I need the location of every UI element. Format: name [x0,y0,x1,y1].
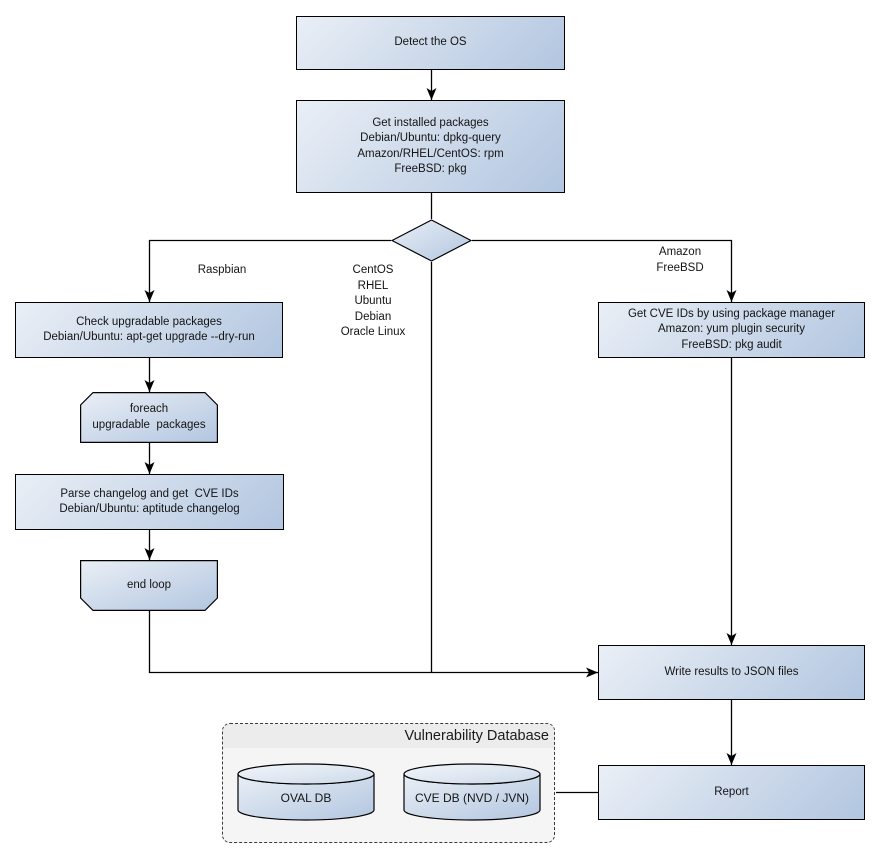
vulnerability-database-container: Vulnerability Database [222,723,555,843]
vulnerability-database-title: Vulnerability Database [404,728,549,744]
oval-db-cylinder-shape [237,763,375,821]
oval-db-label: OVAL DB [280,791,332,806]
vulnerability-database-titleband: Vulnerability Database [223,724,554,748]
node-get-cve-ids-pkg-manager-label: Get CVE IDs by using package manager Ama… [627,307,836,351]
node-report-label: Report [714,785,749,798]
node-foreach-label: foreach upgradable packages [92,403,206,431]
node-check-upgradable-label: Check upgradable packages Debian/Ubuntu:… [43,315,255,344]
diamond-shape [391,219,472,262]
arrow-endloop-to-write-results [148,611,598,678]
branch-label-amazon-freebsd: Amazon FreeBSD [656,246,704,274]
node-check-upgradable: Check upgradable packages Debian/Ubuntu:… [15,302,283,358]
loop-end-shape [80,560,218,611]
cve-db-cylinder-shape [403,763,541,821]
node-parse-changelog-label: Parse changelog and get CVE IDs Debian/U… [59,487,240,516]
node-get-cve-ids-pkg-manager: Get CVE IDs by using package manager Ama… [598,302,865,358]
node-get-installed-packages: Get installed packages Debian/Ubuntu: dp… [296,100,565,193]
node-end-loop: end loop [80,560,218,611]
node-foreach-loop-start: foreach upgradable packages [80,392,218,443]
cylinder-oval-db: OVAL DB [237,763,375,821]
cve-db-label: CVE DB (NVD / JVN) [414,791,529,806]
node-get-installed-packages-label: Get installed packages Debian/Ubuntu: dp… [357,116,504,176]
node-end-loop-label: end loop [126,578,172,591]
node-write-results: Write results to JSON files [598,645,865,700]
node-os-decision-diamond [391,219,472,262]
node-report: Report [598,765,865,820]
node-write-results-label: Write results to JSON files [664,665,799,678]
node-detect-os-label: Detect the OS [394,36,467,49]
cylinder-cve-db: CVE DB (NVD / JVN) [403,763,541,821]
node-parse-changelog: Parse changelog and get CVE IDs Debian/U… [15,474,284,530]
branch-label-raspbian: Raspbian [197,264,247,276]
loop-start-shape [80,392,218,443]
node-detect-os: Detect the OS [296,16,565,70]
branch-label-os-list: CentOS RHEL Ubuntu Debian Oracle Linux [340,264,406,338]
